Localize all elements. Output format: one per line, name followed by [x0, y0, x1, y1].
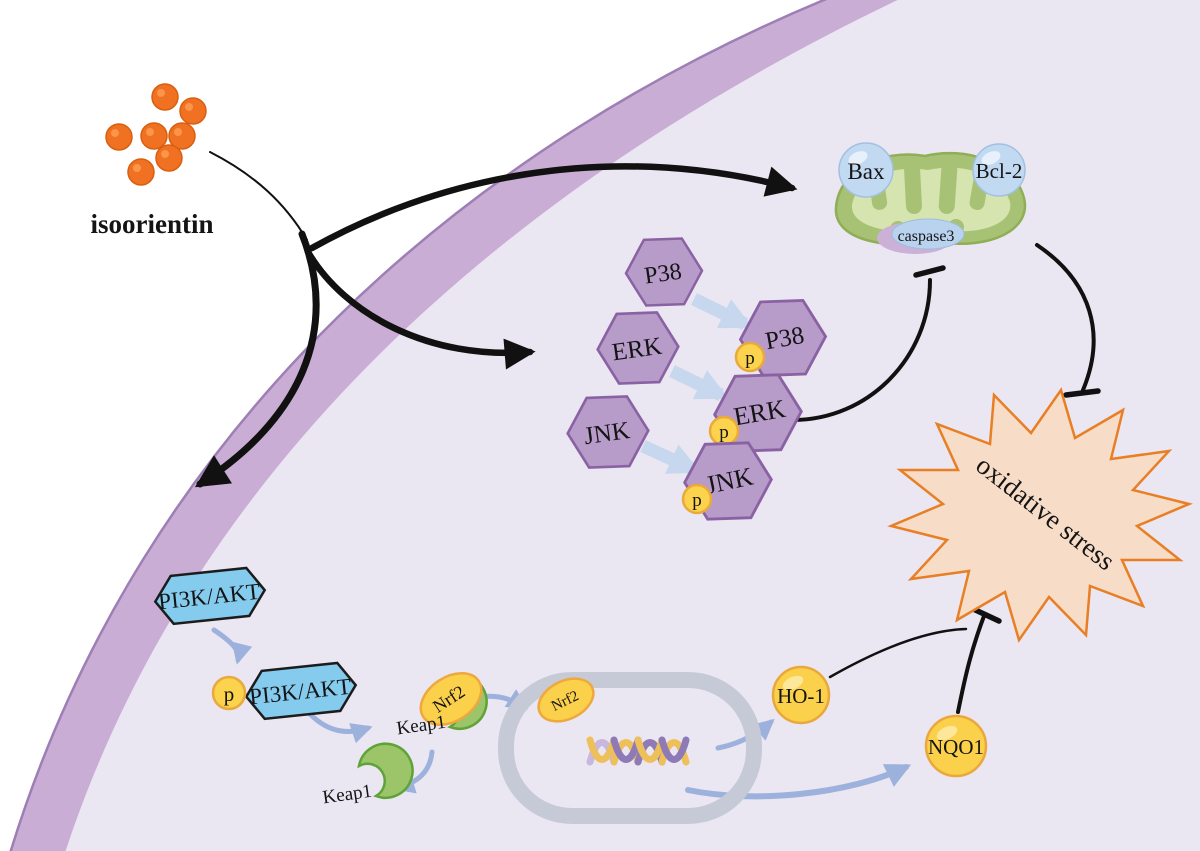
keap1-free-shape	[357, 742, 414, 799]
p38-label: P38	[643, 259, 684, 290]
isoorientin-molecules: isoorientin	[90, 83, 214, 239]
caspase3-protein: caspase3	[877, 218, 965, 254]
keap1-nrf2-complex: Nrf2 Keap1	[395, 671, 488, 739]
block-arrow-p38	[691, 293, 753, 330]
inhibit-mitochondria-tbar	[1063, 388, 1101, 398]
bax-label: Bax	[847, 159, 885, 184]
arrow-phospho-pi3k-to-keap1	[307, 711, 373, 744]
phospho-pi3k-akt-node: PI3K/AKT p	[211, 660, 360, 722]
nrf2-bound-shape	[419, 671, 483, 727]
line-ho1-to-stress	[828, 627, 968, 679]
arrow-pi3k-to-phospho	[211, 627, 253, 665]
erk-node: ERK	[591, 302, 685, 394]
phospho-p38-node: P38 p	[733, 289, 833, 387]
inhibit-perk-tbar	[913, 265, 946, 278]
nrf2-nucleus: Nrf2	[537, 677, 595, 723]
ho1-node: HO-1	[771, 665, 831, 725]
dna-helix	[586, 736, 690, 766]
arrow-nucleus-to-nqo1	[685, 764, 912, 800]
caspase3-label: caspase3	[898, 228, 955, 245]
pi3k-akt-node: PI3K/AKT	[151, 565, 269, 627]
isoorientin-dot	[105, 83, 207, 186]
nqo1-label: NQO1	[928, 735, 984, 759]
arrow-isoorientin-to-mitochondria	[308, 163, 798, 252]
phospho-erk-node: ERK p	[707, 363, 809, 463]
inhibit-mitochondria-to-stress	[1035, 243, 1096, 392]
phospho-jnk-node: JNK p	[677, 431, 779, 531]
phospho-jnk-p-circle	[681, 483, 713, 515]
line-isoorientin-entry	[209, 151, 308, 241]
phospho-p38-p-circle	[734, 341, 766, 373]
ho1-label: HO-1	[777, 684, 825, 708]
jnk-label: JNK	[582, 417, 631, 450]
phospho-erk-p-label: p	[719, 422, 729, 443]
arrow-isoorientin-to-mapk	[304, 248, 536, 370]
pi3k-akt-pathway: PI3K/AKT PI3K/AKT p	[151, 565, 360, 722]
phospho-p38-label: P38	[763, 322, 806, 355]
nuclear-envelope	[498, 672, 762, 824]
isoorientin-label: isoorientin	[90, 209, 213, 239]
nucleus: Nrf2	[498, 672, 762, 824]
p38-node: P38	[619, 228, 709, 316]
block-arrow-erk	[669, 365, 729, 401]
inhibit-perk-to-caspase3	[791, 278, 932, 422]
phospho-jnk-p-label: p	[692, 490, 702, 511]
mapk-cascade: P38 ERK JNK P38 p ERK p JNK p	[561, 228, 833, 531]
mitochondria: Bax Bcl-2 caspase3	[834, 142, 1027, 254]
arrow-isoorientin-to-pi3k	[194, 230, 320, 488]
nqo1-node: NQO1	[924, 714, 988, 778]
extracellular-space	[0, 0, 825, 851]
inhibit-nqo1-to-stress	[956, 614, 986, 714]
phospho-pi3k-p-label: p	[224, 682, 235, 706]
jnk-node: JNK	[561, 386, 655, 478]
phospho-p38-p-label: p	[745, 348, 755, 369]
phospho-pi3k-p-circle	[211, 675, 247, 711]
block-arrow-jnk	[640, 440, 701, 475]
cell-membrane-outer-edge	[9, 0, 828, 851]
bcl2-protein: Bcl-2	[972, 143, 1026, 197]
oxidative-stress-burst: oxidative stress	[887, 387, 1193, 643]
bax-protein: Bax	[838, 142, 894, 198]
bcl2-label: Bcl-2	[976, 159, 1023, 183]
